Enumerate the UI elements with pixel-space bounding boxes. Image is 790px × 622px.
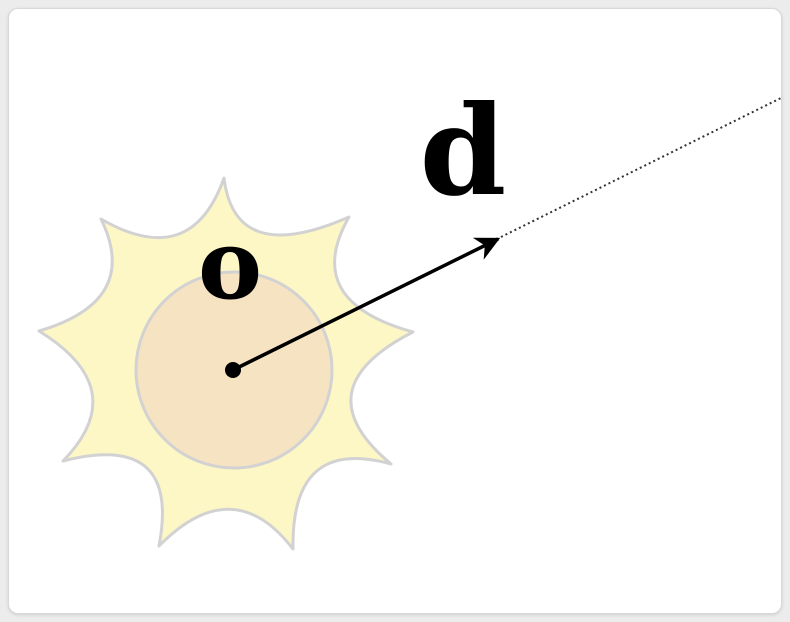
- ray-extension: [500, 96, 781, 238]
- sun-icon: [37, 176, 415, 551]
- direction-arrow: [232, 237, 501, 372]
- origin-label: o: [198, 208, 262, 321]
- origin-point: [225, 362, 241, 378]
- direction-label: d: [420, 79, 507, 224]
- diagram-frame: o d: [8, 8, 782, 614]
- ray-diagram: o d: [37, 79, 781, 551]
